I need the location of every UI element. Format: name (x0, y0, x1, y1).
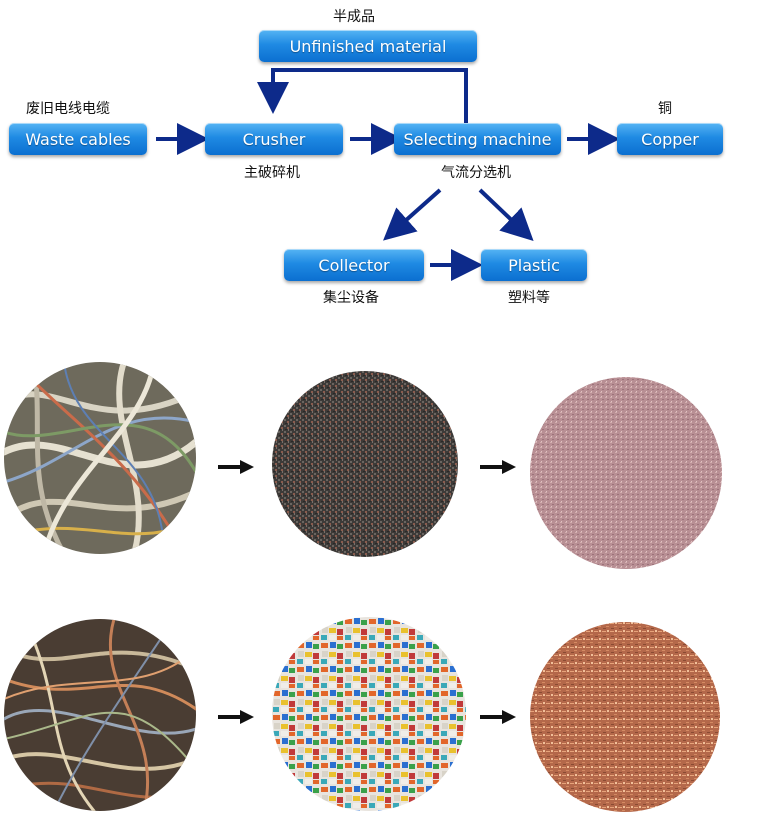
unfinished-zh-label: 半成品 (333, 9, 375, 25)
crusher-box: Crusher (205, 123, 343, 155)
plastic-granules-photo (272, 617, 466, 811)
selecting-zh-label: 气流分选机 (441, 165, 511, 181)
collector-box: Collector (284, 249, 424, 281)
colored-wires-photo (4, 619, 196, 811)
arrow-loop-to-crusher (257, 68, 468, 124)
crushed-granules-photo (272, 371, 458, 557)
plastic-zh-label: 塑料等 (508, 290, 550, 306)
photo-arrow-2b (480, 710, 516, 724)
photo-arrow-1a (218, 460, 254, 474)
flow-connectors (156, 68, 620, 281)
waste-zh-label: 废旧电线电缆 (26, 101, 110, 117)
unfinished-material-box: Unfinished material (259, 30, 477, 62)
copper-box: Copper (617, 123, 723, 155)
copper-granules-photo (530, 622, 720, 812)
copper-zh-label: 铜 (658, 101, 672, 117)
copper-powder-photo (530, 377, 722, 569)
plastic-box: Plastic (481, 249, 587, 281)
arrow-selecting-to-plastic (478, 188, 534, 242)
waste-cables-box: Waste cables (9, 123, 147, 155)
photo-arrow-1b (480, 460, 516, 474)
photo-arrow-2a (218, 710, 254, 724)
arrow-selecting-to-collector (383, 188, 442, 241)
waste-cable-photo (4, 362, 196, 554)
selecting-machine-box: Selecting machine (394, 123, 561, 155)
collector-zh-label: 集尘设备 (323, 290, 379, 306)
crusher-zh-label: 主破碎机 (244, 165, 300, 181)
